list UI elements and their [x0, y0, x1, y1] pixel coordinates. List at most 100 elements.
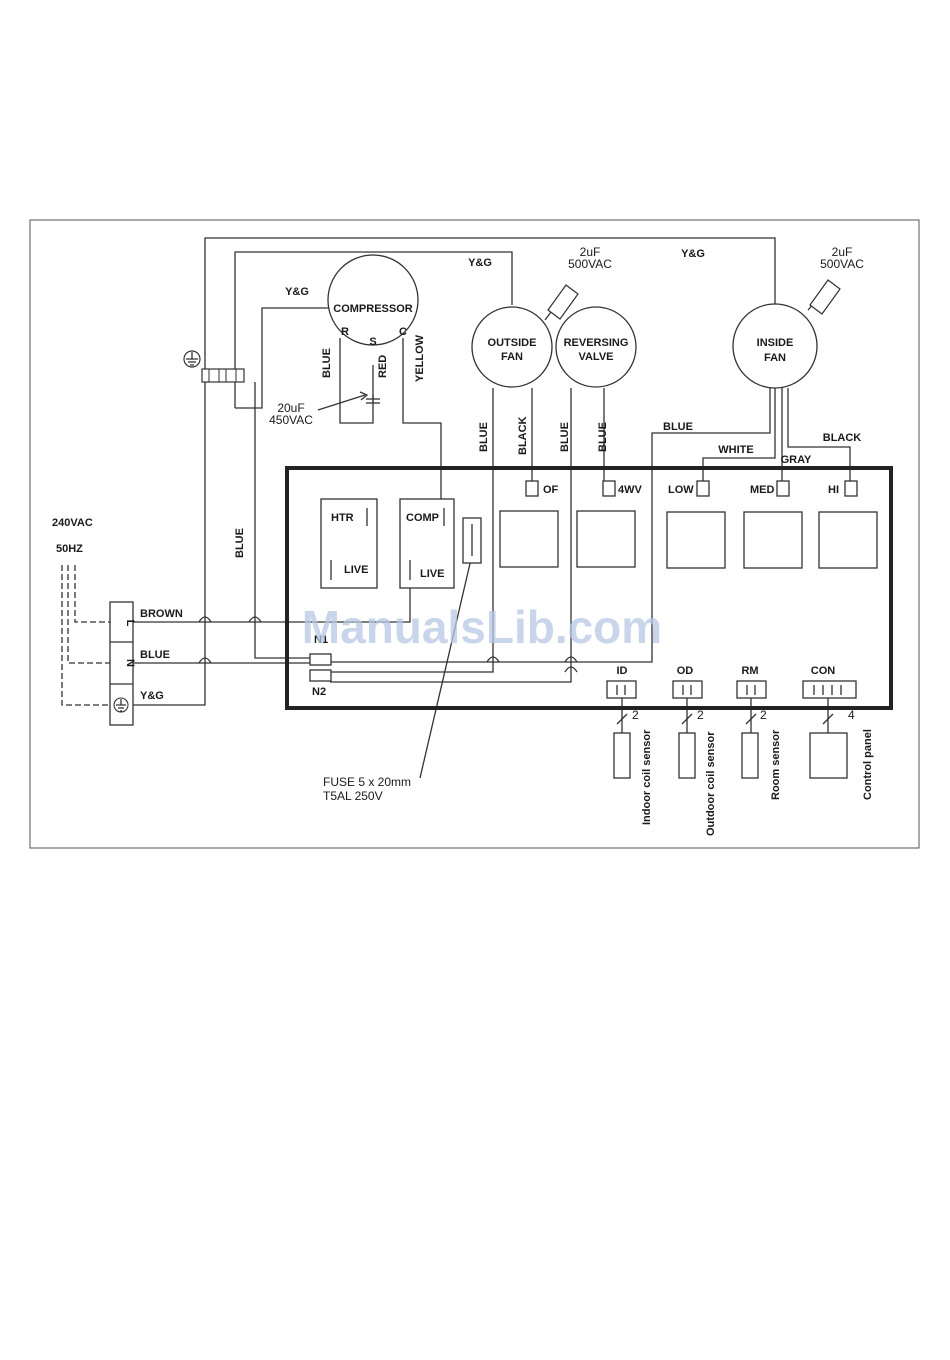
wire-label-yg-right: Y&G: [681, 248, 705, 260]
low-relay: [666, 511, 726, 569]
n1-terminal: [309, 653, 332, 666]
supply-blue-label: BLUE: [140, 649, 170, 661]
n2-label: N2: [312, 686, 326, 698]
outside-fan-capacitor: [547, 284, 579, 320]
inside-fan-cap-voltage: 500VAC: [820, 257, 864, 271]
control-panel-label: Control panel: [862, 729, 874, 800]
wire-label-yg-top: Y&G: [468, 257, 492, 269]
indoor-coil-sensor-count: 2: [632, 708, 639, 722]
id-connector: [606, 680, 637, 699]
of-label: OF: [543, 484, 559, 496]
inside-fan-label-2: FAN: [764, 352, 786, 364]
outside-fan-label-1: OUTSIDE: [488, 337, 537, 349]
supply-yg-label: Y&G: [140, 690, 164, 702]
room-sensor-count: 2: [760, 708, 767, 722]
indoor-coil-sensor: 2 Indoor coil sensor: [613, 708, 653, 825]
terminal-n: N: [124, 659, 136, 667]
of-connector: [525, 480, 539, 497]
terminal-l: L: [124, 620, 136, 627]
od-connector: [672, 680, 703, 699]
outdoor-coil-sensor-count: 2: [697, 708, 704, 722]
supply-frequency: 50HZ: [56, 543, 83, 555]
inside-fan: INSIDE FAN: [732, 303, 818, 389]
compressor-terminal-r: R: [341, 326, 349, 338]
watermark-logo: ManualsLib.com: [302, 601, 662, 653]
htr-live-label: LIVE: [344, 564, 368, 576]
fuse-label-1: FUSE 5 x 20mm: [323, 775, 411, 789]
wire-label-yellow: YELLOW: [414, 334, 426, 382]
compressor-label: COMPRESSOR: [333, 303, 413, 315]
hi-label: HI: [828, 484, 839, 496]
rm-connector: [736, 680, 767, 699]
indoor-coil-sensor-label: Indoor coil sensor: [641, 729, 653, 825]
wire-label-blue-inside-fan: BLUE: [663, 421, 693, 433]
control-panel-count: 4: [848, 708, 855, 722]
med-relay: [743, 511, 803, 569]
outside-fan-label-2: FAN: [501, 351, 523, 363]
n2-terminal: [309, 669, 332, 682]
low-label: LOW: [668, 484, 694, 496]
room-sensor: 2 Room sensor: [741, 708, 782, 800]
ground-icon: [183, 350, 201, 368]
terminal-ground-icon: [113, 697, 129, 713]
supply-brown-label: BROWN: [140, 608, 183, 620]
wire-label-black-outside-fan: BLACK: [517, 416, 529, 455]
wire-label-blue-valve-2: BLUE: [597, 422, 609, 452]
low-connector: [696, 480, 710, 497]
supply-voltage: 240VAC: [52, 517, 93, 529]
wire-label-blue-outside-fan: BLUE: [478, 422, 490, 452]
wire-label-black-inside-fan: BLACK: [823, 432, 862, 444]
wire-crossovers: [198, 616, 578, 673]
con-label: CON: [811, 665, 836, 677]
outside-fan-cap-value: 2uF: [580, 245, 601, 259]
four-wv-connector: [602, 480, 616, 497]
htr-relay: HTR LIVE: [320, 498, 378, 589]
compressor-terminal-s: S: [369, 336, 376, 348]
reversing-valve-label-2: VALVE: [578, 351, 613, 363]
outdoor-coil-sensor-label: Outdoor coil sensor: [705, 731, 717, 836]
wire-label-blue-compressor: BLUE: [321, 348, 333, 378]
comp-label: COMP: [406, 512, 439, 524]
hi-connector: [844, 480, 858, 497]
diagram-frame: [29, 219, 920, 849]
wire-label-yg-compressor: Y&G: [285, 286, 309, 298]
reversing-valve-label-1: REVERSING: [564, 337, 629, 349]
med-label: MED: [750, 484, 775, 496]
four-wv-label: 4WV: [618, 484, 643, 496]
con-connector: [802, 680, 857, 699]
compressor-terminal-c: C: [399, 326, 407, 338]
compressor: COMPRESSOR R S C: [327, 254, 419, 348]
hi-relay: [818, 511, 878, 569]
comp-relay: COMP LIVE: [399, 498, 455, 589]
earth-clamp: [201, 368, 245, 383]
wiring: [61, 237, 851, 779]
inside-fan-label-1: INSIDE: [757, 337, 794, 349]
compressor-cap-voltage: 450VAC: [269, 413, 313, 427]
reversing-valve: REVERSING VALVE: [555, 306, 637, 388]
rm-label: RM: [741, 665, 758, 677]
n1-label: N1: [314, 634, 328, 646]
fuse-label-2: T5AL 250V: [323, 789, 383, 803]
outside-fan: OUTSIDE FAN: [471, 306, 553, 388]
room-sensor-label: Room sensor: [770, 729, 782, 800]
compressor-cap-value: 20uF: [277, 401, 304, 415]
med-connector: [776, 480, 790, 497]
inside-fan-capacitor: [809, 279, 841, 315]
comp-live-label: LIVE: [420, 568, 444, 580]
control-panel: 4 Control panel: [809, 708, 874, 800]
wire-label-red: RED: [377, 355, 389, 378]
wire-label-white: WHITE: [718, 444, 753, 456]
od-label: OD: [677, 665, 694, 677]
control-board: [285, 466, 893, 710]
of-relay: [499, 510, 559, 568]
wire-label-gray: GRAY: [781, 454, 812, 466]
htr-label: HTR: [331, 512, 354, 524]
wire-label-blue-left: BLUE: [234, 528, 246, 558]
four-wv-relay: [576, 510, 636, 568]
fuse: [462, 517, 482, 564]
terminal-block: L N: [109, 601, 136, 726]
outside-fan-cap-voltage: 500VAC: [568, 257, 612, 271]
wire-label-blue-valve-1: BLUE: [559, 422, 571, 452]
inside-fan-cap-value: 2uF: [832, 245, 853, 259]
